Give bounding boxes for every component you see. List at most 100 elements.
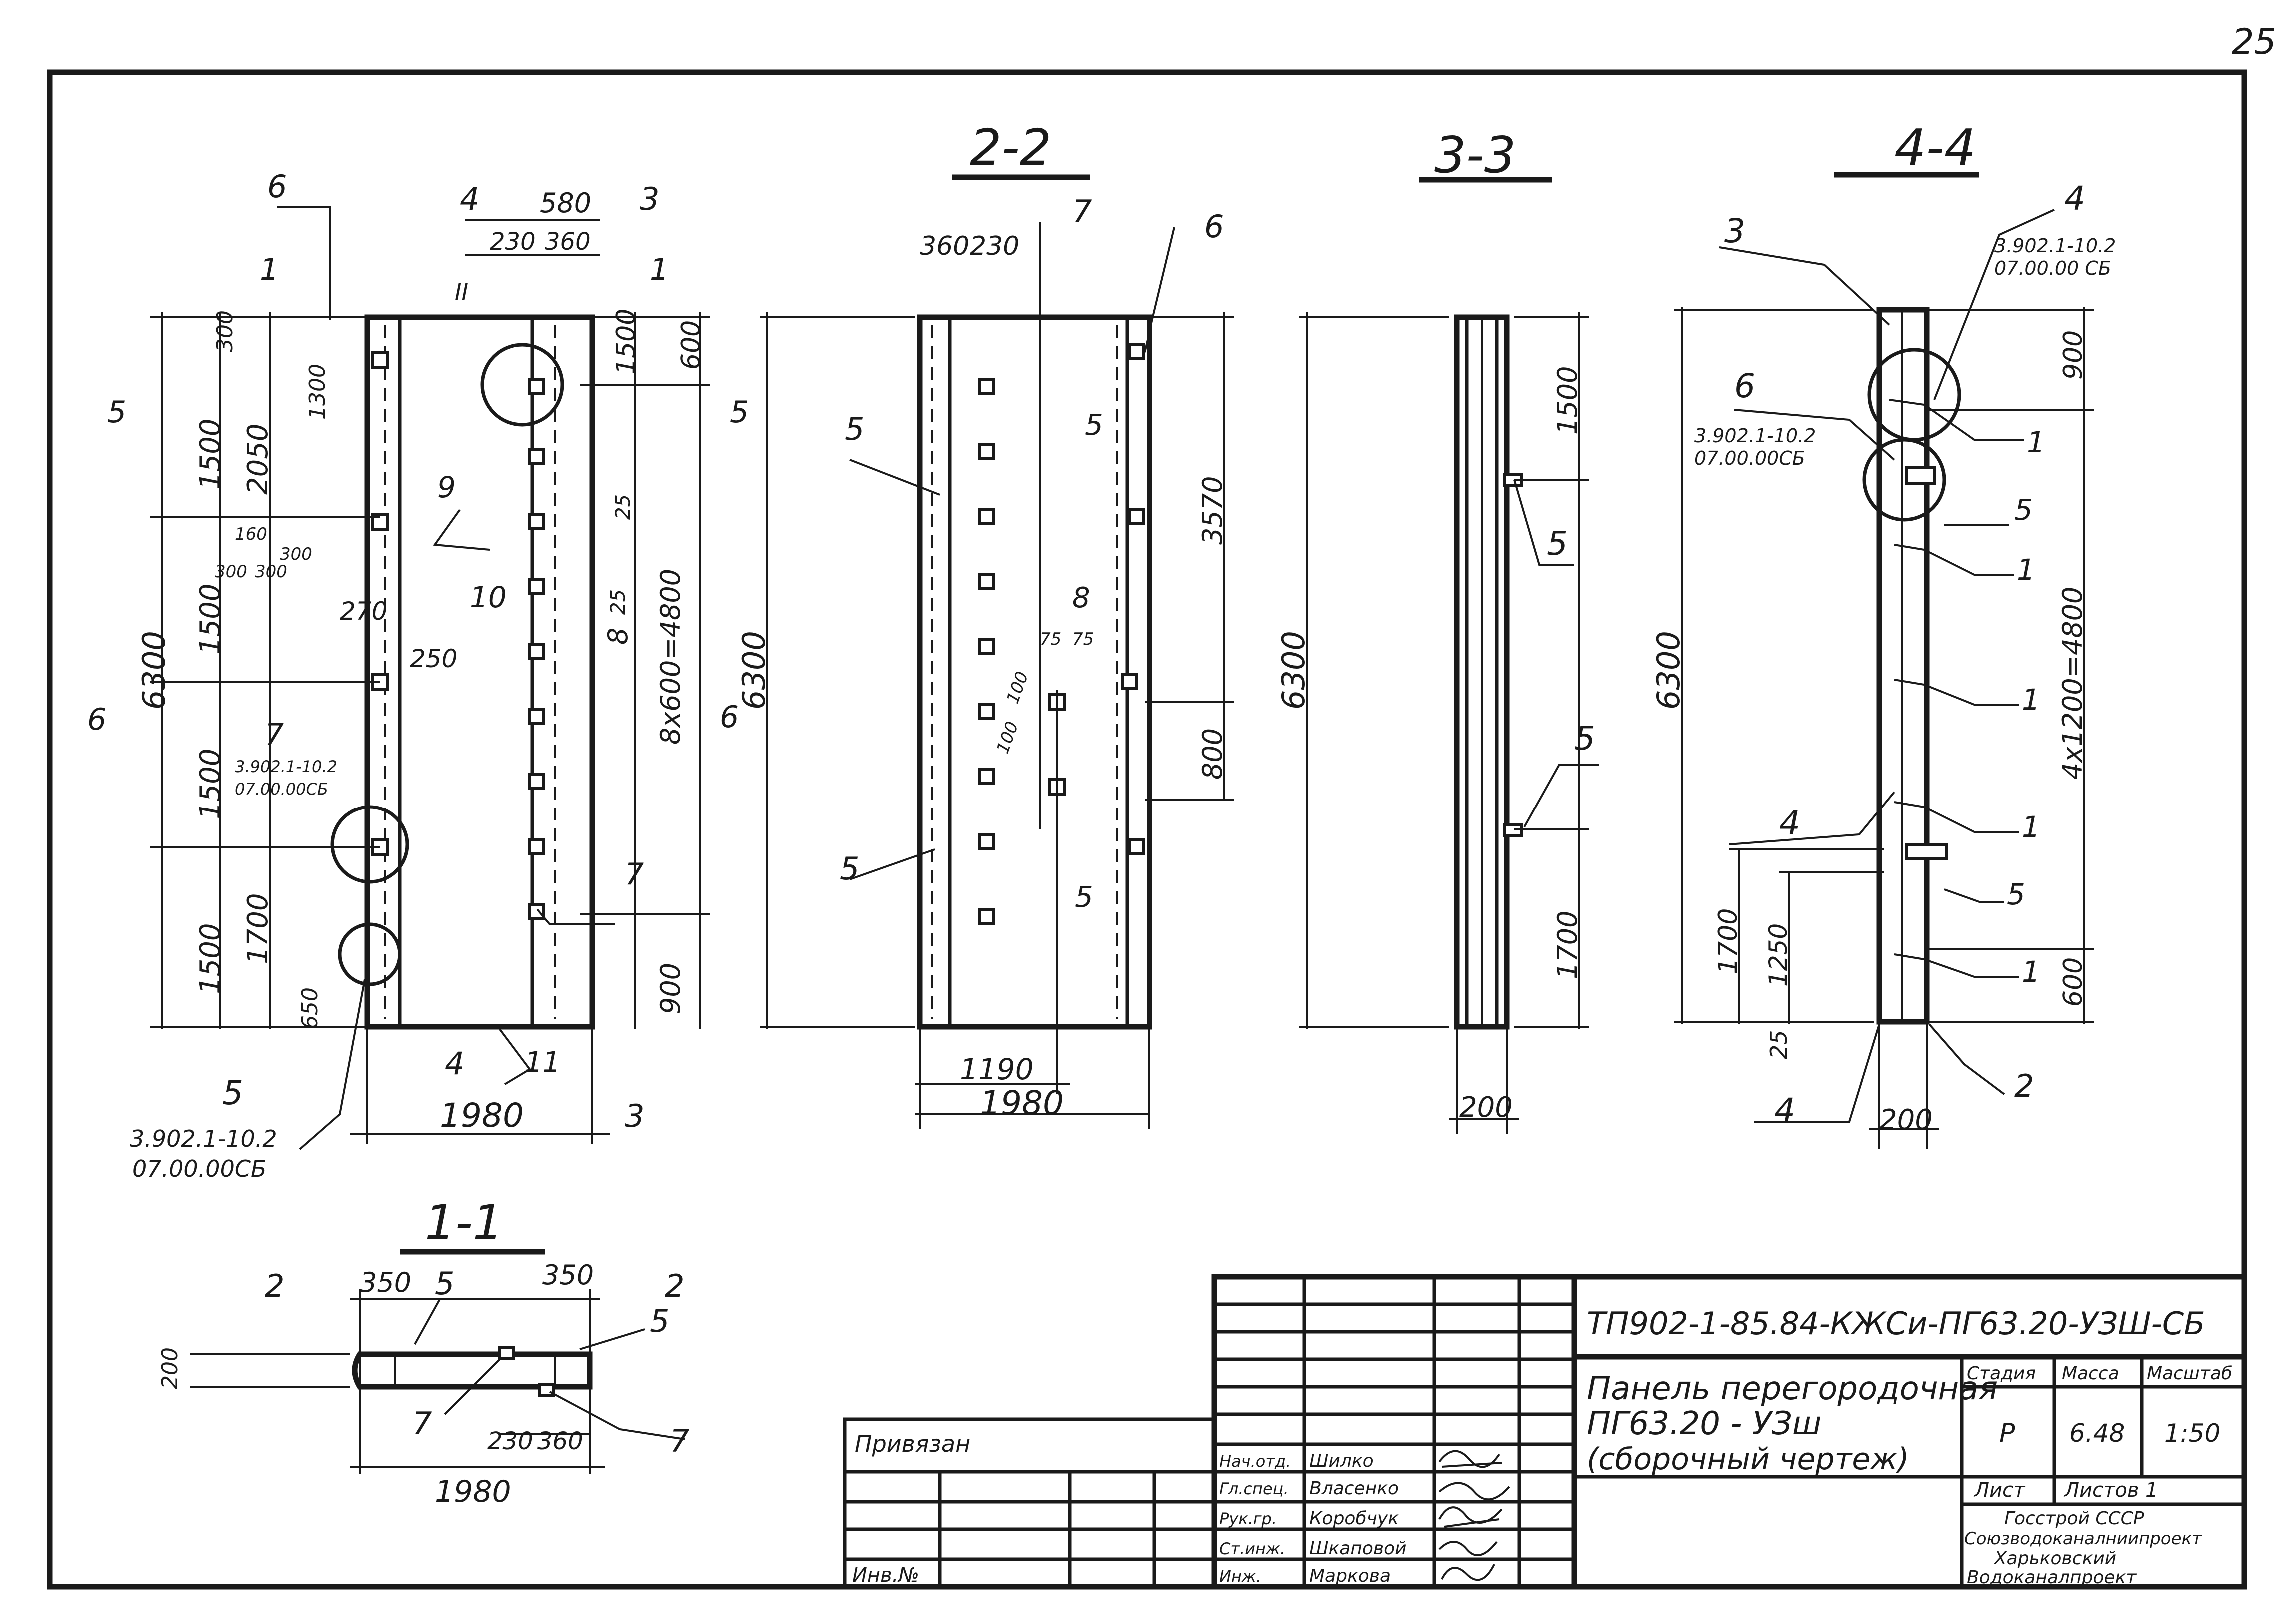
dim-1500-b: 1500 <box>194 583 227 655</box>
cut-mark-2a: 2 <box>265 1268 284 1304</box>
detail-circle-5 <box>338 922 402 986</box>
leader-5 <box>849 459 940 496</box>
ref6-line1: 3.902.1-10.2 <box>1694 425 1816 447</box>
ref4-line1: 3.902.1-10.2 <box>1994 235 2116 257</box>
plate <box>978 573 995 590</box>
plate <box>978 378 995 395</box>
leader-11 <box>499 1028 531 1085</box>
dim-1980-22: 1980 <box>980 1084 1064 1122</box>
leader-9 <box>433 509 490 551</box>
plate <box>978 443 995 460</box>
dim-300s-b: 300 <box>255 562 287 582</box>
dim-25: 25 <box>612 494 635 520</box>
dim-1700-33: 1700 <box>1552 911 1583 979</box>
callout-4-44b: 4 <box>1779 804 1800 842</box>
leader-5 <box>1513 479 1574 566</box>
detail-circle-ii <box>480 343 564 427</box>
cut-mark-4: 4 <box>460 181 479 217</box>
col-stage: Стадия <box>1967 1363 2036 1384</box>
plate <box>978 768 995 785</box>
dim-75: 75 <box>1040 629 1061 649</box>
cut-mark-2b: 2 <box>665 1268 684 1304</box>
plate <box>978 833 995 850</box>
person-3: Коробчук <box>1309 1508 1399 1529</box>
ref7-line2: 07.00.00CБ <box>235 780 328 799</box>
anchor-1 <box>1889 399 2024 441</box>
person-2: Власенко <box>1309 1478 1399 1499</box>
leader-7 <box>444 1358 501 1415</box>
section-title-1-1: 1-1 <box>425 1195 503 1251</box>
leader-7 <box>549 1391 685 1440</box>
col-mass: Масса <box>2062 1363 2119 1384</box>
embedded-plate <box>528 643 545 660</box>
dim-800: 800 <box>1197 728 1228 780</box>
dim-160: 160 <box>235 524 267 544</box>
leader-5 <box>849 848 935 880</box>
role-4: Ст.инж. <box>1219 1539 1285 1558</box>
sheet-label: Лист <box>1973 1479 2026 1502</box>
dim-360: 360 <box>545 228 591 256</box>
dim-6300-22: 6300 <box>736 631 772 710</box>
detail-circle-6 <box>1862 438 1946 522</box>
elevation-labels: 6 1 1 5 5 6 6 4 3 4 3 580 230 360 1500 1… <box>87 168 749 1182</box>
dim-900-44: 900 <box>2058 330 2088 380</box>
leader-4 <box>1933 209 2055 400</box>
leader-5 <box>414 1299 441 1345</box>
embedded-plate <box>528 448 545 465</box>
plate <box>978 908 995 925</box>
person-1: Шилко <box>1309 1451 1374 1471</box>
callout-5-33a: 5 <box>1547 524 1568 563</box>
embedded-plate <box>528 773 545 790</box>
callout-5-22c: 5 <box>840 850 859 887</box>
dim-1500-c: 1500 <box>194 748 227 819</box>
ref6-line2: 07.00.00CБ <box>1694 447 1805 469</box>
leader-6 <box>1734 409 1895 461</box>
dim-300s-c: 300 <box>280 544 312 564</box>
signature <box>1438 1450 1502 1468</box>
cut-mark-1b: 1 <box>650 252 669 287</box>
dim-2050: 2050 <box>242 423 274 495</box>
title-block: ТП902-1-85.84-КЖСи-ПГ63.20-УЗШ-СБ Панель… <box>843 1274 2247 1590</box>
callout-6-44: 6 <box>1734 367 1755 405</box>
mass-value: 6.48 <box>2069 1419 2125 1448</box>
callout-3-44: 3 <box>1724 212 1745 250</box>
callout-5-11b: 5 <box>650 1303 669 1339</box>
embedded-plate <box>528 378 545 395</box>
callout-5-22a: 5 <box>845 411 864 447</box>
signature <box>1438 1541 1498 1556</box>
callout-10: 10 <box>470 580 507 614</box>
bound-label: Привязан <box>855 1430 970 1457</box>
dim-350b: 350 <box>542 1259 594 1291</box>
dim-75b: 75 <box>1072 629 1094 649</box>
callout-5-44b: 5 <box>2007 877 2025 911</box>
leader-7 <box>536 908 615 925</box>
callout-1-44a: 1 <box>2027 425 2045 459</box>
dim-350a: 350 <box>360 1267 411 1298</box>
name-line3: (сборочный чертеж) <box>1587 1442 1909 1477</box>
dim-1300: 1300 <box>305 364 330 420</box>
plate <box>1128 343 1145 360</box>
section-4-4: 4-4 <box>1674 118 2094 1149</box>
section11-labels: 350 350 230 360 1980 200 5 5 7 7 2 2 <box>157 1259 689 1509</box>
dim-1700: 1700 <box>242 893 274 964</box>
role-3: Рук.гр. <box>1219 1509 1277 1528</box>
dim-200-44: 200 <box>1879 1104 1933 1136</box>
cut-mark-5b: 5 <box>730 395 749 430</box>
cut-mark-6: 6 <box>87 702 106 737</box>
callout-1-44c: 1 <box>2022 683 2040 717</box>
dim-300s: 300 <box>215 562 247 582</box>
callout-8-22: 8 <box>1072 582 1090 614</box>
detail-circle-4 <box>1867 348 1961 442</box>
cut-mark-5: 5 <box>107 395 126 430</box>
role-2: Гл.спец. <box>1219 1479 1289 1498</box>
org-line3: Харьковский <box>1993 1548 2116 1569</box>
section44-labels: 6300 900 4x1200=4800 600 1700 1250 25 20… <box>1650 179 2116 1136</box>
callout-1-44d: 1 <box>2022 810 2040 844</box>
callout-11: 11 <box>525 1046 560 1079</box>
embedded-plate <box>528 903 545 920</box>
anchor-1 <box>1894 801 2019 833</box>
leader-5 <box>1523 764 1599 827</box>
callout-2-44: 2 <box>2014 1068 2034 1104</box>
leader-4 <box>1754 1024 1880 1123</box>
